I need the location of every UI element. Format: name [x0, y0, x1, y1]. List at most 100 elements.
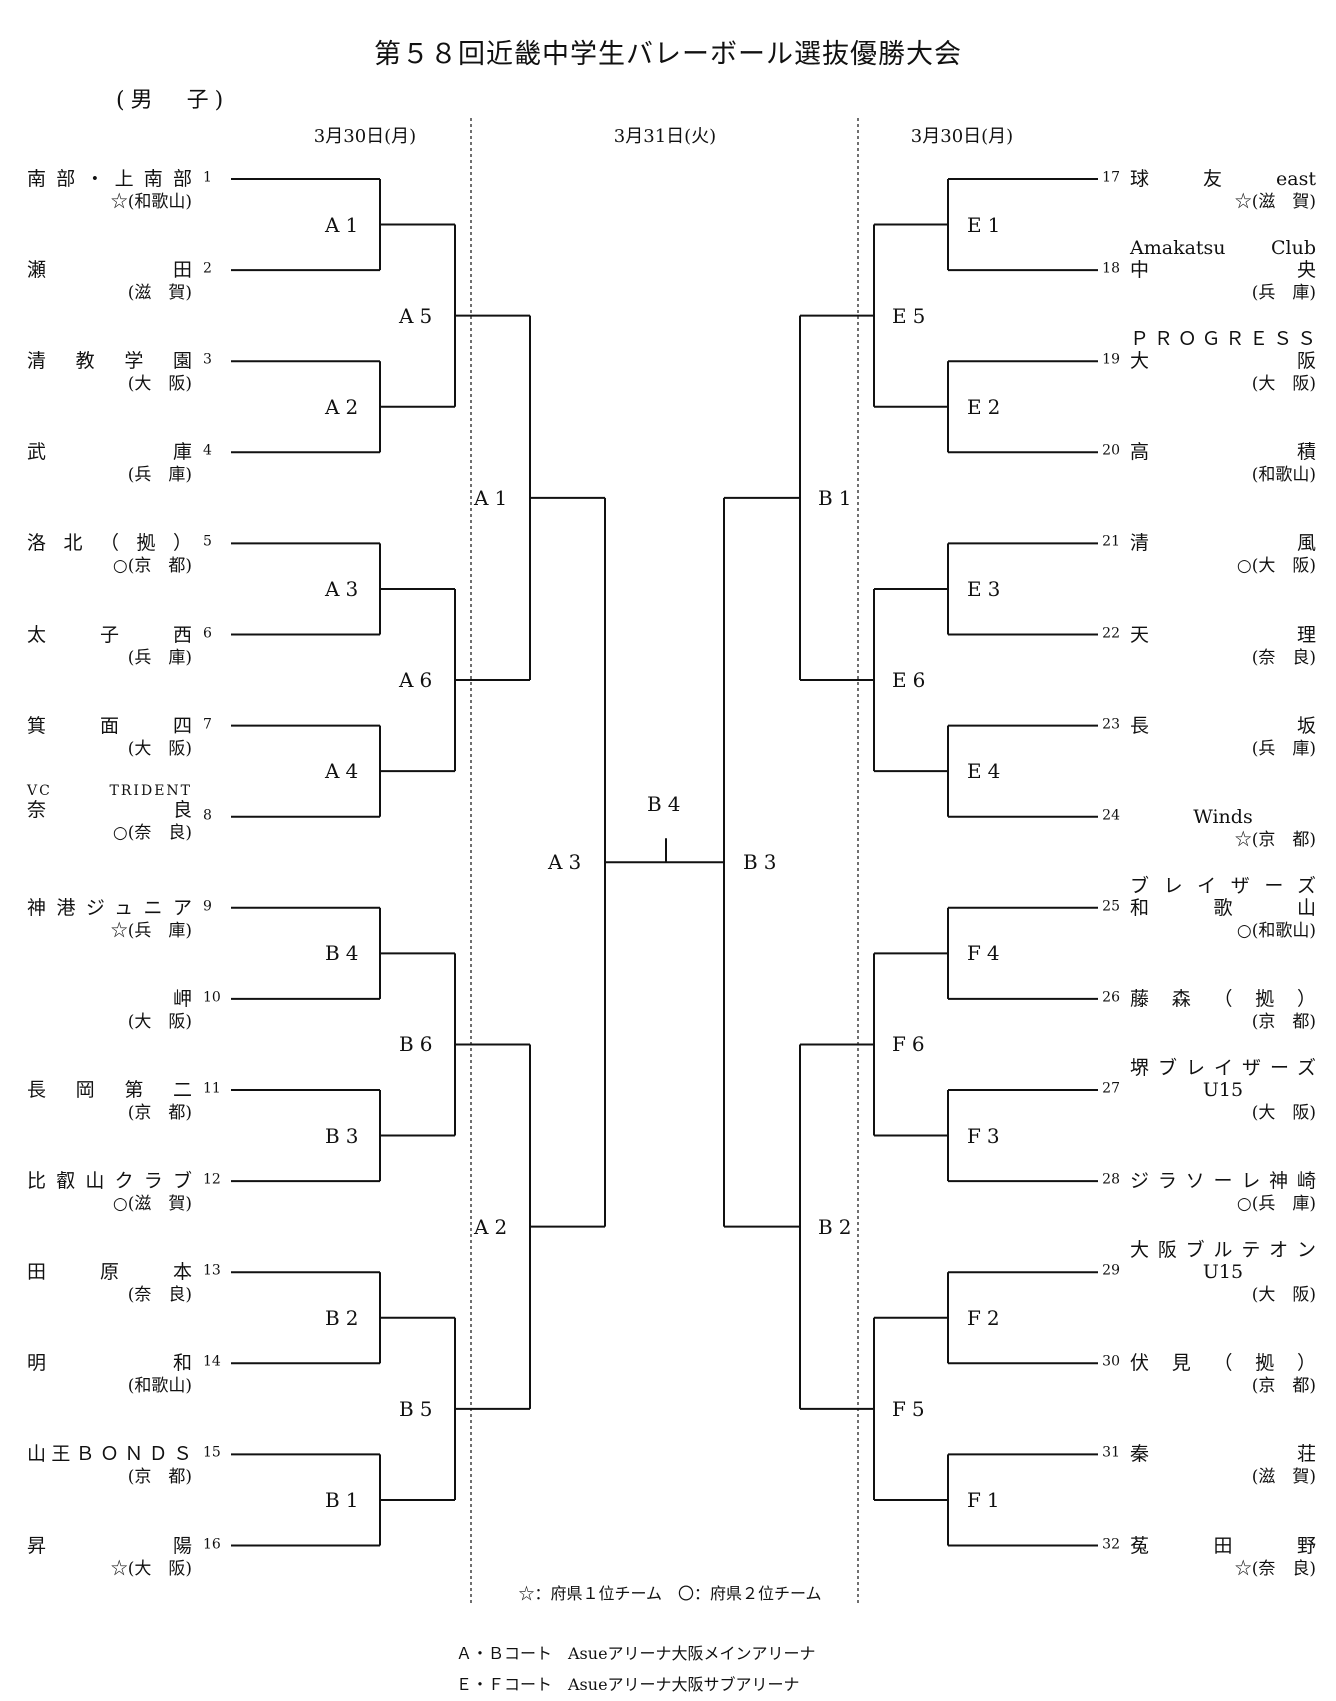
team-entry: 神港ジュニア☆(兵 庫) [27, 897, 192, 943]
seed-number: 19 [1102, 351, 1120, 368]
match-label: B5 [399, 1396, 439, 1421]
match-label: E4 [967, 759, 1007, 784]
seed-number: 25 [1102, 898, 1120, 915]
team-name: U15 [1202, 1079, 1244, 1101]
seed-number: 13 [203, 1262, 221, 1279]
team-entry: 南部・上南部☆(和歌山) [27, 168, 192, 214]
team-prefecture: ○(京 都) [112, 556, 192, 577]
team-name: 大阪 [1130, 350, 1316, 373]
team-entry: 比叡山クラブ○(滋 賀) [27, 1170, 192, 1216]
match-label: F4 [967, 941, 1006, 966]
team-prefecture: (大 阪) [127, 1011, 192, 1032]
team-name: 明和 [27, 1352, 192, 1375]
team-entry: 清教学園(大 阪) [27, 350, 192, 396]
team-name: 伏見（拠） [1130, 1352, 1316, 1375]
team-name: 岬 [172, 987, 192, 1010]
seed-number: 6 [203, 624, 212, 641]
match-label: B2 [818, 1214, 858, 1239]
seed-number: 32 [1102, 1535, 1120, 1552]
team-name: ＰＲＯＧＲＥＳＳ [1130, 328, 1316, 351]
team-name: 清風 [1130, 532, 1316, 555]
team-entry: 菟田野☆(奈 良) [1130, 1535, 1316, 1581]
team-entry: 岬(大 阪) [27, 988, 192, 1034]
team-prefecture: (奈 良) [127, 1285, 192, 1306]
team-prefecture: ○(兵 庫) [1236, 1194, 1316, 1215]
team-entry: 武庫(兵 庫) [27, 441, 192, 487]
team-prefecture: (大 阪) [127, 374, 192, 395]
seed-number: 5 [203, 533, 212, 550]
seed-number: 21 [1102, 533, 1120, 550]
team-prefecture: (大 阪) [1251, 374, 1316, 395]
team-entry: 長岡第二(京 都) [27, 1079, 192, 1125]
match-label: A1 [325, 212, 365, 237]
team-prefecture: (和歌山) [1251, 465, 1316, 486]
team-name: 中央 [1130, 259, 1316, 282]
seed-number: 28 [1102, 1171, 1120, 1188]
team-entry: 山王ＢＯＮＤＳ(京 都) [27, 1443, 192, 1489]
match-label: A6 [399, 668, 439, 693]
team-prefecture: ○(和歌山) [1236, 920, 1316, 941]
seed-number: 22 [1102, 624, 1120, 641]
page-title: 第５８回近畿中学生バレーボール選抜優勝大会 [374, 39, 962, 70]
seed-number: 1 [203, 169, 212, 186]
match-label: B6 [399, 1032, 439, 1057]
seed-number: 31 [1102, 1444, 1120, 1461]
team-entry: 球友east☆(滋 賀) [1130, 168, 1316, 214]
team-name: 長岡第二 [27, 1079, 192, 1101]
seed-number: 16 [203, 1535, 221, 1552]
date-left: 3月30日(月) [313, 126, 417, 147]
match-label: A1 [474, 485, 514, 510]
team-name: 長坂 [1130, 714, 1316, 737]
team-name: 清教学園 [27, 350, 192, 373]
team-prefecture: (滋 賀) [1251, 1467, 1316, 1488]
match-label: B3 [743, 850, 783, 875]
team-name: VC TRIDENT [27, 782, 192, 799]
court-info-ab: Ａ・Ｂコート Asueアリーナ大阪メインアリーナ [456, 1644, 816, 1663]
team-entry: 秦荘(滋 賀) [1130, 1443, 1316, 1489]
match-label: A2 [474, 1214, 514, 1239]
team-entry: 箕面四(大 阪) [27, 715, 192, 761]
team-entry: 太子西(兵 庫) [27, 624, 192, 670]
team-prefecture: (大 阪) [127, 738, 192, 759]
seed-number: 9 [203, 898, 212, 915]
team-prefecture: (京 都) [1251, 1376, 1316, 1397]
match-label: B1 [325, 1487, 365, 1512]
date-right: 3月30日(月) [910, 126, 1014, 147]
seed-number: 4 [203, 442, 212, 459]
team-entry: 清風○(大 阪) [1130, 532, 1316, 578]
seed-number: 18 [1102, 260, 1120, 277]
team-name: 比叡山クラブ [27, 1170, 192, 1193]
team-name: 瀬田 [27, 259, 192, 282]
team-name: 武庫 [27, 441, 192, 464]
court-info-ef: Ｅ・Ｆコート Asueアリーナ大阪サブアリーナ [456, 1675, 800, 1694]
team-entry: 長坂(兵 庫) [1130, 715, 1316, 761]
legend: ☆：府県１位チーム 〇：府県２位チーム [518, 1584, 822, 1603]
team-name: 天理 [1130, 623, 1316, 646]
match-label: E1 [967, 212, 1007, 237]
final-label: B4 [647, 792, 687, 817]
team-entry: Winds☆(京 都) [1130, 806, 1316, 852]
team-entry: 昇陽☆(大 阪) [27, 1535, 192, 1581]
team-prefecture: (兵 庫) [127, 647, 192, 668]
team-prefecture: ☆(京 都) [1234, 829, 1316, 850]
team-prefecture: ☆(和歌山) [110, 192, 192, 212]
match-label: E2 [967, 394, 1007, 419]
team-entry: 洛北（拠）○(京 都) [27, 532, 192, 578]
match-label: E6 [892, 668, 932, 693]
seed-number: 17 [1102, 169, 1120, 186]
match-label: A4 [325, 759, 365, 784]
team-prefecture: (和歌山) [127, 1376, 192, 1397]
match-label: F1 [967, 1487, 1006, 1512]
team-name: Amakatsu Club [1130, 237, 1316, 260]
team-prefecture: ☆(滋 賀) [1234, 192, 1316, 212]
seed-number: 29 [1102, 1262, 1120, 1279]
team-name: 箕面四 [27, 714, 192, 737]
team-name: 大阪ブルテオン [1130, 1239, 1316, 1262]
team-name: 田原本 [27, 1261, 192, 1284]
seed-number: 12 [203, 1171, 221, 1188]
seed-number: 15 [203, 1444, 221, 1461]
